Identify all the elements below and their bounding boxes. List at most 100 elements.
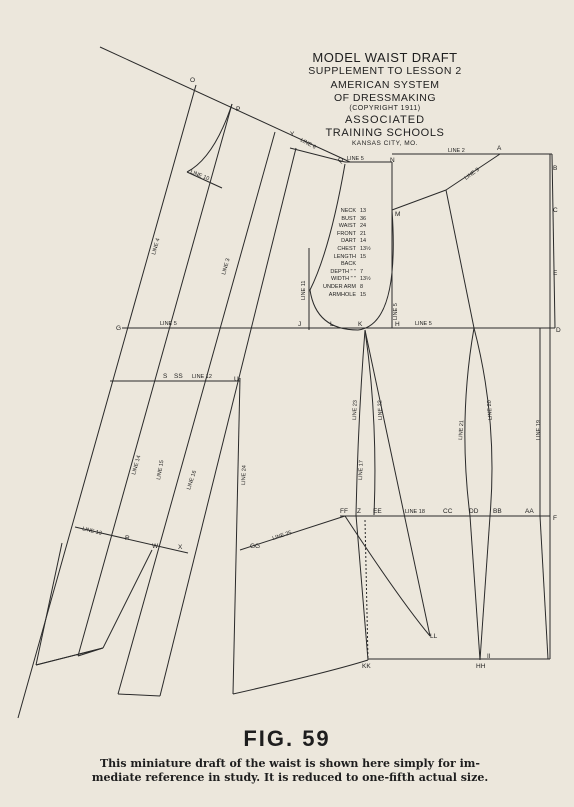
label-line-22: LINE 22: [377, 400, 384, 420]
label-line-5-right: LINE 5: [415, 321, 432, 327]
point-j: J: [298, 321, 301, 328]
figure-label: FIG. 59: [243, 726, 331, 751]
point-f: F: [553, 515, 557, 522]
line-26: [364, 329, 431, 637]
front-shoulder: [391, 189, 447, 211]
header-associated: ASSOCIATED: [344, 114, 426, 126]
point-h: H: [395, 321, 400, 328]
top-diagonal-line: [99, 46, 351, 163]
draft-title: MODEL WAIST DRAFT: [312, 50, 458, 65]
measurement-value: 15: [360, 291, 367, 298]
front-line-b: [551, 153, 556, 329]
point-x: X: [178, 544, 183, 551]
point-dd: DD: [469, 508, 479, 515]
line-9-back: [289, 147, 346, 163]
measurement-row: BUST 36: [318, 216, 371, 224]
measurement-value: 13: [360, 208, 367, 214]
measurement-label: WAIST: [338, 223, 356, 230]
label-line-13: LINE 13: [82, 526, 103, 537]
figure-caption: This miniature draft of the waist is sho…: [30, 757, 550, 785]
back-line-9: [117, 131, 276, 695]
label-line-21: LINE 21: [458, 420, 465, 440]
header-city: KANSAS CITY, MO.: [351, 140, 419, 147]
line-10: [186, 171, 223, 189]
measurement-label: NECK: [340, 208, 356, 214]
point-e: E: [553, 270, 558, 277]
point-ss: SS: [174, 373, 183, 380]
header-schools: TRAINING SCHOOLS: [325, 127, 445, 139]
point-c: C: [553, 207, 558, 214]
front-lower-left: [344, 515, 431, 637]
caption-line-2: mediate reference in study. It is reduce…: [91, 771, 489, 784]
measurement-value: 8: [360, 283, 364, 290]
label-line-3: LINE 3: [221, 258, 231, 276]
measurement-value: 13½: [360, 276, 371, 283]
point-b: B: [553, 165, 557, 172]
kk-lower: [355, 514, 369, 661]
point-cc: CC: [443, 508, 453, 515]
measurement-label: CHEST: [337, 245, 356, 252]
measurement-row: ARMHOLE 15: [318, 292, 371, 300]
label-line-23: LINE 23: [352, 400, 359, 420]
label-line-18: LINE 18: [405, 509, 425, 515]
measurement-value: 15: [360, 253, 367, 260]
measurement-label: UNDER ARM: [322, 283, 356, 290]
point-n: N: [390, 157, 395, 164]
label-line-17: LINE 17: [358, 460, 365, 480]
label-line-25: LINE 25: [272, 530, 293, 542]
point-a: A: [497, 145, 502, 152]
point-aa: AA: [525, 508, 534, 515]
point-ll: LL: [430, 633, 438, 640]
measurement-value: 14: [360, 238, 367, 245]
measurement-value: 13½: [360, 245, 371, 252]
back-neck-curve: [186, 103, 233, 173]
dart-right: [479, 515, 491, 661]
point-kk: KK: [362, 663, 371, 670]
label-line-11: LINE 11: [301, 281, 307, 300]
point-w: W: [152, 543, 159, 550]
label-line-2: LINE 2: [448, 148, 465, 154]
point-ee: EE: [373, 508, 382, 515]
header-dressmaking: OF DRESSMAKING: [333, 92, 437, 104]
back-inner-diagonal: [77, 103, 233, 657]
measurement-value: 7: [360, 268, 364, 275]
measurement-value: 21: [360, 230, 367, 237]
back-line-24: [232, 377, 241, 695]
front-dart-lower: [539, 515, 549, 660]
measurement-label: ARMHOLE: [328, 291, 356, 298]
back-lower-right: [102, 549, 153, 649]
label-line-9: LINE 9: [464, 167, 481, 182]
measurement-label: BUST: [341, 215, 356, 222]
point-y: Y: [290, 131, 295, 138]
measurement-label: DART: [341, 238, 356, 245]
point-hh: HH: [476, 663, 486, 670]
back-hem-right: [117, 693, 161, 697]
line-13-diagonal: [74, 526, 189, 554]
label-line-14: LINE 14: [131, 455, 142, 476]
point-z: Z: [357, 508, 361, 515]
point-o: O: [190, 77, 195, 84]
point-gg: GG: [250, 543, 260, 550]
label-line-16: LINE 16: [186, 470, 198, 491]
measurement-value: 24: [360, 223, 367, 230]
label-line-10: LINE 10: [189, 169, 210, 182]
point-bb: BB: [493, 508, 502, 515]
measurement-row: CHEST 13½: [318, 245, 371, 254]
label-line-24: LINE 24: [241, 465, 248, 485]
measurement-value: 36: [360, 215, 367, 222]
caption-line-1: This miniature draft of the waist is sho…: [100, 757, 480, 770]
label-line-15: LINE 15: [156, 460, 165, 481]
point-r: R: [125, 535, 130, 542]
line-21-curve: [464, 327, 475, 517]
center-vertical: [364, 519, 369, 661]
header-copyright: (COPYRIGHT 1911): [349, 105, 421, 112]
measurement-row: WAIST 24: [318, 223, 371, 231]
label-line-19: LINE 19: [536, 420, 542, 440]
point-q: Q: [338, 157, 343, 164]
measurement-row: UNDER ARM 8: [318, 284, 371, 292]
front-left: [445, 189, 475, 329]
point-m: M: [395, 211, 400, 218]
